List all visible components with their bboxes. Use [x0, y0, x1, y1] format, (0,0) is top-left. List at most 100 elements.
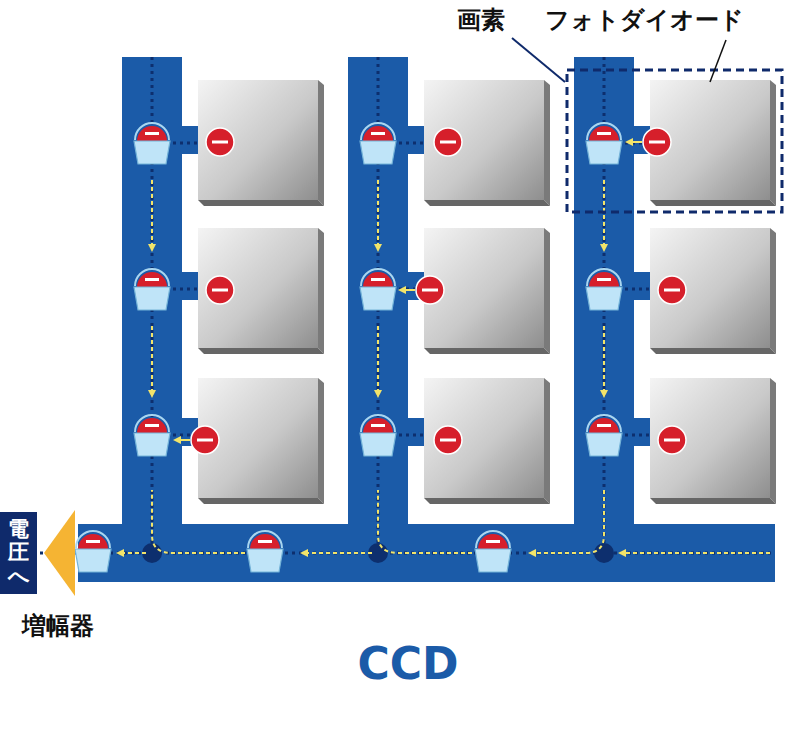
bucket-handle — [135, 123, 169, 140]
electron — [206, 276, 234, 304]
electron — [434, 128, 462, 156]
bucket-body — [475, 549, 511, 572]
bucket-body — [586, 433, 622, 456]
minus-sign — [212, 289, 228, 292]
electron — [658, 276, 686, 304]
minus-sign — [597, 132, 611, 135]
minus-sign — [597, 424, 611, 427]
electron — [658, 426, 686, 454]
photodiode-side — [544, 228, 550, 354]
bucket-charge — [137, 418, 167, 433]
photodiode-side — [198, 200, 324, 206]
bucket-charge — [137, 272, 167, 287]
photodiode — [198, 80, 776, 504]
transfer-arrow — [175, 439, 190, 441]
bucket-charge — [589, 126, 619, 141]
minus-sign — [197, 439, 213, 442]
charge-bucket — [586, 415, 622, 456]
bucket-handle — [587, 415, 621, 432]
transfer-arrow — [151, 326, 153, 396]
minus-sign — [649, 141, 665, 144]
photodiode-face — [650, 378, 770, 498]
minus-sign — [371, 132, 385, 135]
bucket-handle — [76, 531, 110, 548]
transfer-arrow — [377, 180, 379, 250]
electron — [434, 426, 462, 454]
ccd-channel — [78, 57, 775, 582]
diagram-title: CCD — [357, 638, 458, 689]
transfer-gate — [180, 272, 200, 300]
charge-bucket — [586, 269, 622, 310]
charge-bucket — [134, 269, 170, 310]
bucket-body — [134, 433, 170, 456]
charge-bucket — [586, 123, 622, 164]
photodiode-face — [424, 378, 544, 498]
minus-sign — [371, 278, 385, 281]
bucket-body — [586, 141, 622, 164]
bucket-charge — [78, 534, 108, 549]
minus-sign — [212, 141, 228, 144]
bucket-handle — [361, 123, 395, 140]
electron — [206, 128, 234, 156]
bucket-handle — [361, 269, 395, 286]
charge-bucket — [75, 531, 111, 572]
leader-line — [710, 40, 726, 82]
minus-sign — [597, 278, 611, 281]
bucket-charge — [250, 534, 280, 549]
output-box: 電圧へ — [0, 512, 37, 593]
bucket-handle — [248, 531, 282, 548]
minus-sign — [664, 439, 680, 442]
bucket-charge — [363, 126, 393, 141]
minus-sign — [145, 132, 159, 135]
transfer-arrow — [151, 180, 153, 250]
minus-sign — [664, 289, 680, 292]
electron — [175, 128, 686, 454]
part-label: 増幅器 — [22, 610, 94, 642]
bucket-charge — [363, 418, 393, 433]
photodiode-side — [198, 498, 324, 504]
part-label: 画素 — [457, 4, 505, 36]
bucket-handle — [361, 415, 395, 432]
output-label: 電圧へ — [8, 518, 29, 587]
bucket-body — [360, 433, 396, 456]
transfer-gate — [632, 272, 652, 300]
minus-sign — [145, 424, 159, 427]
photodiode-side — [544, 80, 550, 206]
minus-sign — [440, 141, 456, 144]
photodiode-side — [650, 348, 776, 354]
bucket-body — [75, 549, 111, 572]
bucket-body — [586, 287, 622, 310]
bucket-body — [134, 141, 170, 164]
transfer-gate — [406, 418, 426, 446]
bucket-handle — [587, 269, 621, 286]
transfer-arrow — [377, 326, 379, 396]
transfer-arrow — [627, 141, 642, 143]
photodiode-side — [544, 378, 550, 504]
charge-bucket — [75, 123, 622, 572]
bucket-body — [134, 287, 170, 310]
photodiode-side — [318, 80, 324, 206]
bucket-handle — [135, 269, 169, 286]
photodiode-side — [424, 200, 550, 206]
bucket-body — [247, 549, 283, 572]
minus-sign — [422, 289, 438, 292]
photodiode-side — [198, 348, 324, 354]
bucket-body — [360, 287, 396, 310]
transfer-arrow — [603, 180, 605, 250]
photodiode-side — [318, 228, 324, 354]
amplifier-symbol — [44, 510, 75, 596]
photodiode-face — [650, 228, 770, 348]
pixel-outline — [567, 70, 782, 212]
minus-sign — [145, 278, 159, 281]
transfer-gate — [180, 126, 200, 154]
bucket-handle — [135, 415, 169, 432]
photodiode-face — [198, 228, 318, 348]
charge-bucket — [360, 269, 396, 310]
leader-line — [512, 38, 565, 82]
photodiode-side — [424, 348, 550, 354]
photodiode-side — [650, 200, 776, 206]
transfer-gate — [406, 126, 426, 154]
charge-bucket — [475, 531, 511, 572]
bucket-charge — [137, 126, 167, 141]
photodiode-side — [650, 498, 776, 504]
